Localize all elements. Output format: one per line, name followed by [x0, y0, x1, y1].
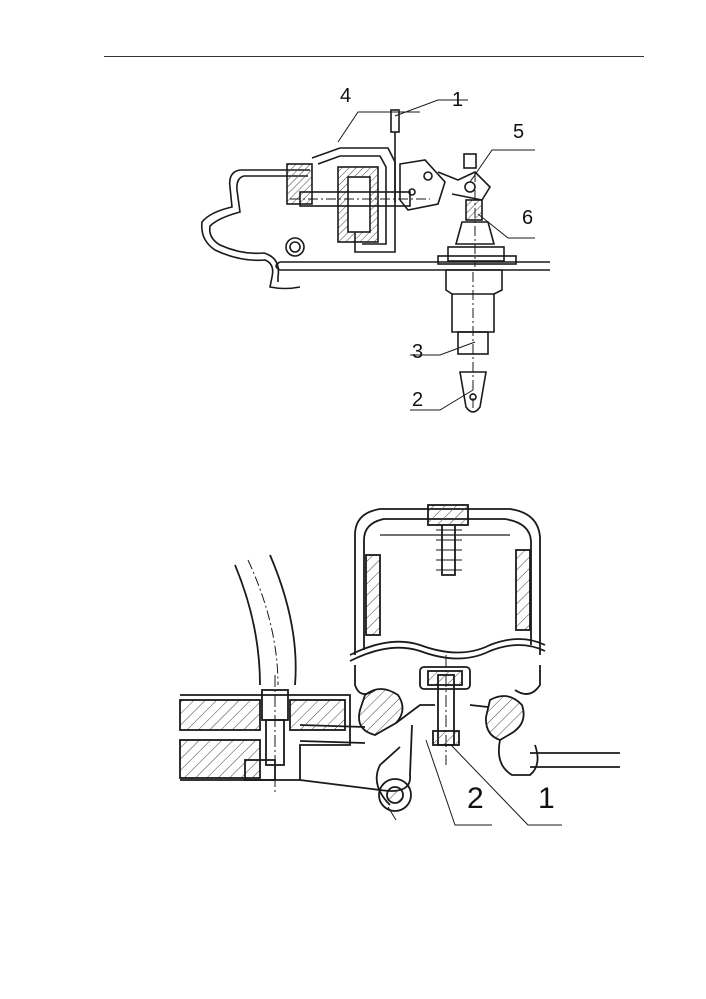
- page-header-rule: [104, 56, 644, 57]
- bottom-drawing: 2 1: [179, 504, 620, 826]
- top-figure: 4 1 5 6 3 2: [190, 72, 550, 442]
- label-6: 6: [522, 207, 533, 229]
- label-1-bottom: 1: [538, 782, 555, 815]
- label-1: 1: [452, 89, 463, 111]
- top-drawing: 4 1 5 6 3 2: [200, 85, 550, 413]
- label-4: 4: [340, 85, 351, 107]
- bottom-figure: 2 1: [150, 495, 620, 845]
- label-5: 5: [513, 121, 524, 143]
- bottom-drawing-lines: [179, 504, 620, 826]
- label-2-bottom: 2: [467, 782, 484, 815]
- top-drawing-lines: [200, 99, 550, 413]
- label-2: 2: [412, 389, 423, 411]
- label-3: 3: [412, 341, 423, 363]
